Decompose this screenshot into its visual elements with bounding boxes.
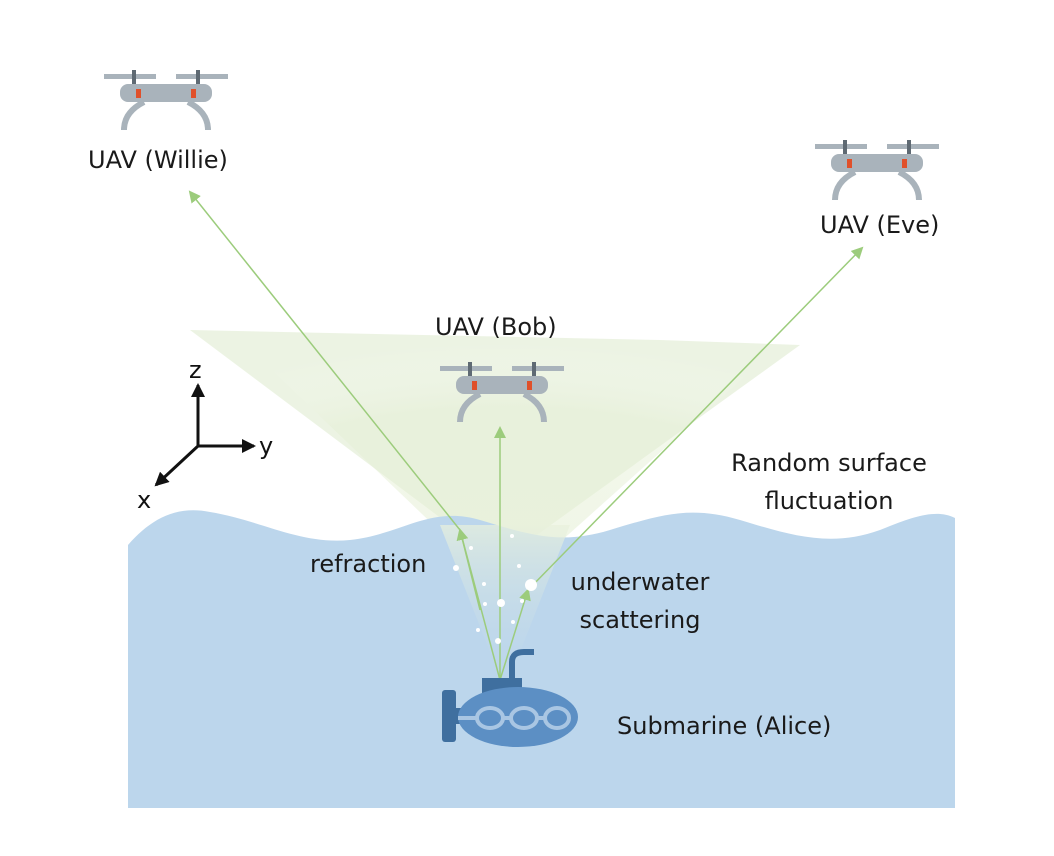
axis-z-label: z bbox=[189, 356, 202, 384]
drone-willie-icon bbox=[104, 70, 228, 131]
light-beam-water bbox=[440, 525, 570, 690]
submarine-icon bbox=[442, 649, 578, 747]
water-body bbox=[128, 510, 955, 808]
label-uav-willie: UAV (Willie) bbox=[88, 146, 228, 174]
label-uav-eve: UAV (Eve) bbox=[820, 211, 940, 239]
drone-eve-icon bbox=[815, 140, 939, 201]
ray-to-eve-air bbox=[527, 246, 864, 591]
scattering-particles bbox=[453, 534, 537, 644]
label-uav-bob: UAV (Bob) bbox=[435, 313, 557, 341]
ray-willie-air bbox=[188, 190, 461, 531]
label-random-surface-fluctuation: Random surface fluctuation bbox=[731, 449, 927, 515]
light-beam-glow bbox=[230, 318, 780, 560]
axis-y-label: y bbox=[259, 432, 274, 460]
coordinate-axes bbox=[154, 383, 256, 487]
label-submarine-alice: Submarine (Alice) bbox=[617, 712, 832, 740]
axis-x-label: x bbox=[137, 486, 152, 514]
ray-refraction-arrow bbox=[456, 528, 481, 611]
label-underwater-scattering: underwater scattering bbox=[570, 568, 710, 634]
drone-bob-icon bbox=[440, 362, 564, 423]
axis-x bbox=[154, 444, 200, 487]
ray-to-eve-water bbox=[499, 588, 531, 681]
label-refraction: refraction bbox=[310, 550, 427, 578]
